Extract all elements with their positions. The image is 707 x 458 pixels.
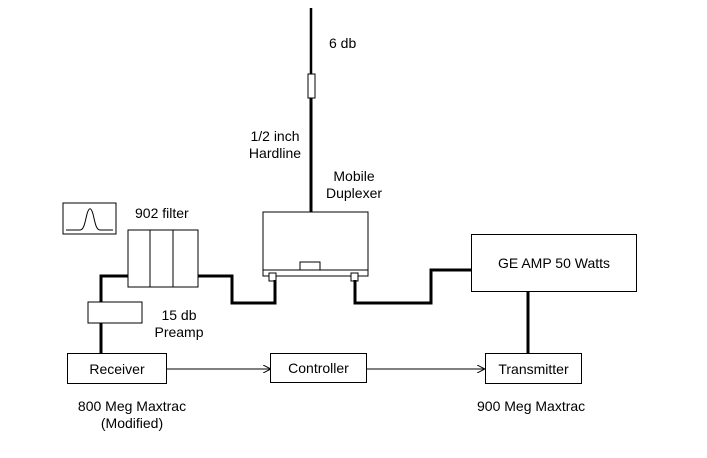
transmitter-label: Transmitter [498, 360, 569, 377]
duplexer-body [262, 211, 369, 271]
filter-902 [127, 229, 199, 288]
antenna-coil [307, 73, 316, 99]
filter-response-icon [62, 202, 117, 235]
hardline-label-line2: Hardline [248, 145, 302, 161]
preamp-label-line2: Preamp [154, 324, 204, 340]
duplexer-antenna-port [299, 261, 321, 271]
duplexer-label-line2: Duplexer [325, 185, 383, 201]
duplexer-tx-port [350, 272, 359, 282]
coax-lines [99, 268, 530, 354]
controller-box: Controller [270, 353, 367, 383]
hardline-label-line1: 1/2 inch [250, 128, 300, 144]
filter-label: 902 filter [135, 205, 189, 221]
preamp-box [87, 301, 143, 324]
transmitter-caption: 900 Meg Maxtrac [477, 398, 586, 414]
ge-amp-box: GE AMP 50 Watts [471, 234, 637, 292]
duplexer [262, 211, 369, 282]
preamp-label-line1: 15 db [161, 307, 197, 323]
transmitter-box: Transmitter [485, 353, 582, 384]
receiver-caption: 800 Meg Maxtrac (Modified) [52, 398, 212, 432]
duplexer-rx-port [268, 272, 277, 282]
receiver-caption-line1: 800 Meg Maxtrac [77, 398, 187, 414]
preamp-label: 15 db Preamp [147, 307, 211, 341]
hardline-label: 1/2 inch Hardline [244, 128, 306, 162]
antenna-gain-label: 6 db [329, 35, 357, 51]
ge-amp-label: GE AMP 50 Watts [497, 255, 611, 271]
duplexer-label-line1: Mobile [333, 168, 375, 184]
duplexer-label: Mobile Duplexer [318, 168, 390, 202]
controller-label: Controller [288, 360, 349, 376]
receiver-label: Receiver [89, 360, 145, 377]
receiver-caption-line2: (Modified) [100, 415, 164, 431]
receiver-box: Receiver [67, 353, 167, 384]
